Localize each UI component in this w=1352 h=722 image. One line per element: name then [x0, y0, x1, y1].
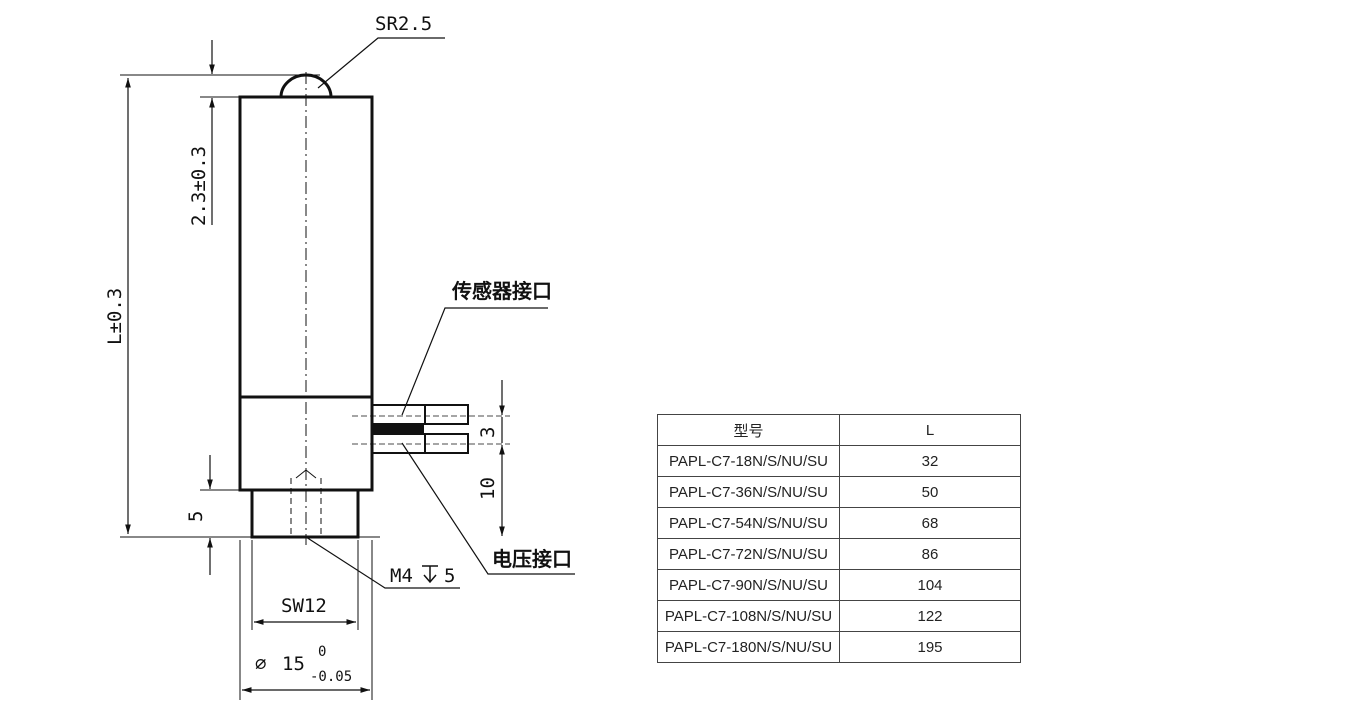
pin-pitch-label: 3 [477, 427, 499, 438]
table-row: PAPL-C7-18N/S/NU/SU 32 [657, 445, 1021, 477]
length-cell: 195 [839, 631, 1021, 663]
model-cell: PAPL-C7-18N/S/NU/SU [657, 445, 840, 477]
voltage-connector [371, 433, 469, 454]
tolerance-upper-label: 0 [318, 644, 326, 660]
sr-label: SR2.5 [375, 13, 432, 35]
length-cell: 86 [839, 538, 1021, 570]
length-label: L±0.3 [104, 288, 126, 345]
model-cell: PAPL-C7-108N/S/NU/SU [657, 600, 840, 632]
model-length-table: 型号 L PAPL-C7-18N/S/NU/SU 32 PAPL-C7-36N/… [657, 414, 1021, 663]
neck-height-label: 5 [185, 511, 207, 522]
top-gap-label: 2.3±0.3 [188, 146, 210, 226]
table-row: PAPL-C7-54N/S/NU/SU 68 [657, 507, 1021, 539]
length-cell: 50 [839, 476, 1021, 508]
length-cell: 32 [839, 445, 1021, 477]
diameter-label: 15 [282, 653, 305, 675]
model-cell: PAPL-C7-90N/S/NU/SU [657, 569, 840, 601]
thread-depth-label: 5 [444, 565, 455, 587]
table-row: PAPL-C7-72N/S/NU/SU 86 [657, 538, 1021, 570]
diameter-symbol-icon: ∅ [255, 653, 266, 675]
model-cell: PAPL-C7-36N/S/NU/SU [657, 476, 840, 508]
table-row: PAPL-C7-36N/S/NU/SU 50 [657, 476, 1021, 508]
model-cell: PAPL-C7-54N/S/NU/SU [657, 507, 840, 539]
sensor-connector [371, 404, 469, 425]
depth-symbol-icon [422, 565, 438, 584]
sensor-port-label: 传感器接口 [451, 279, 552, 303]
thread-label: M4 [390, 565, 413, 587]
voltage-port-label: 电压接口 [492, 547, 572, 571]
length-cell: 68 [839, 507, 1021, 539]
header-model: 型号 [657, 414, 840, 446]
wrench-size-label: SW12 [281, 595, 327, 617]
pin-height-label: 10 [477, 477, 499, 500]
model-cell: PAPL-C7-72N/S/NU/SU [657, 538, 840, 570]
table-row: PAPL-C7-108N/S/NU/SU 122 [657, 600, 1021, 632]
table-row: PAPL-C7-90N/S/NU/SU 104 [657, 569, 1021, 601]
table-row: PAPL-C7-180N/S/NU/SU 195 [657, 631, 1021, 663]
tolerance-lower-label: -0.05 [310, 669, 352, 685]
length-cell: 122 [839, 600, 1021, 632]
model-cell: PAPL-C7-180N/S/NU/SU [657, 631, 840, 663]
length-cell: 104 [839, 569, 1021, 601]
header-length: L [839, 414, 1021, 446]
table-header-row: 型号 L [657, 414, 1021, 446]
